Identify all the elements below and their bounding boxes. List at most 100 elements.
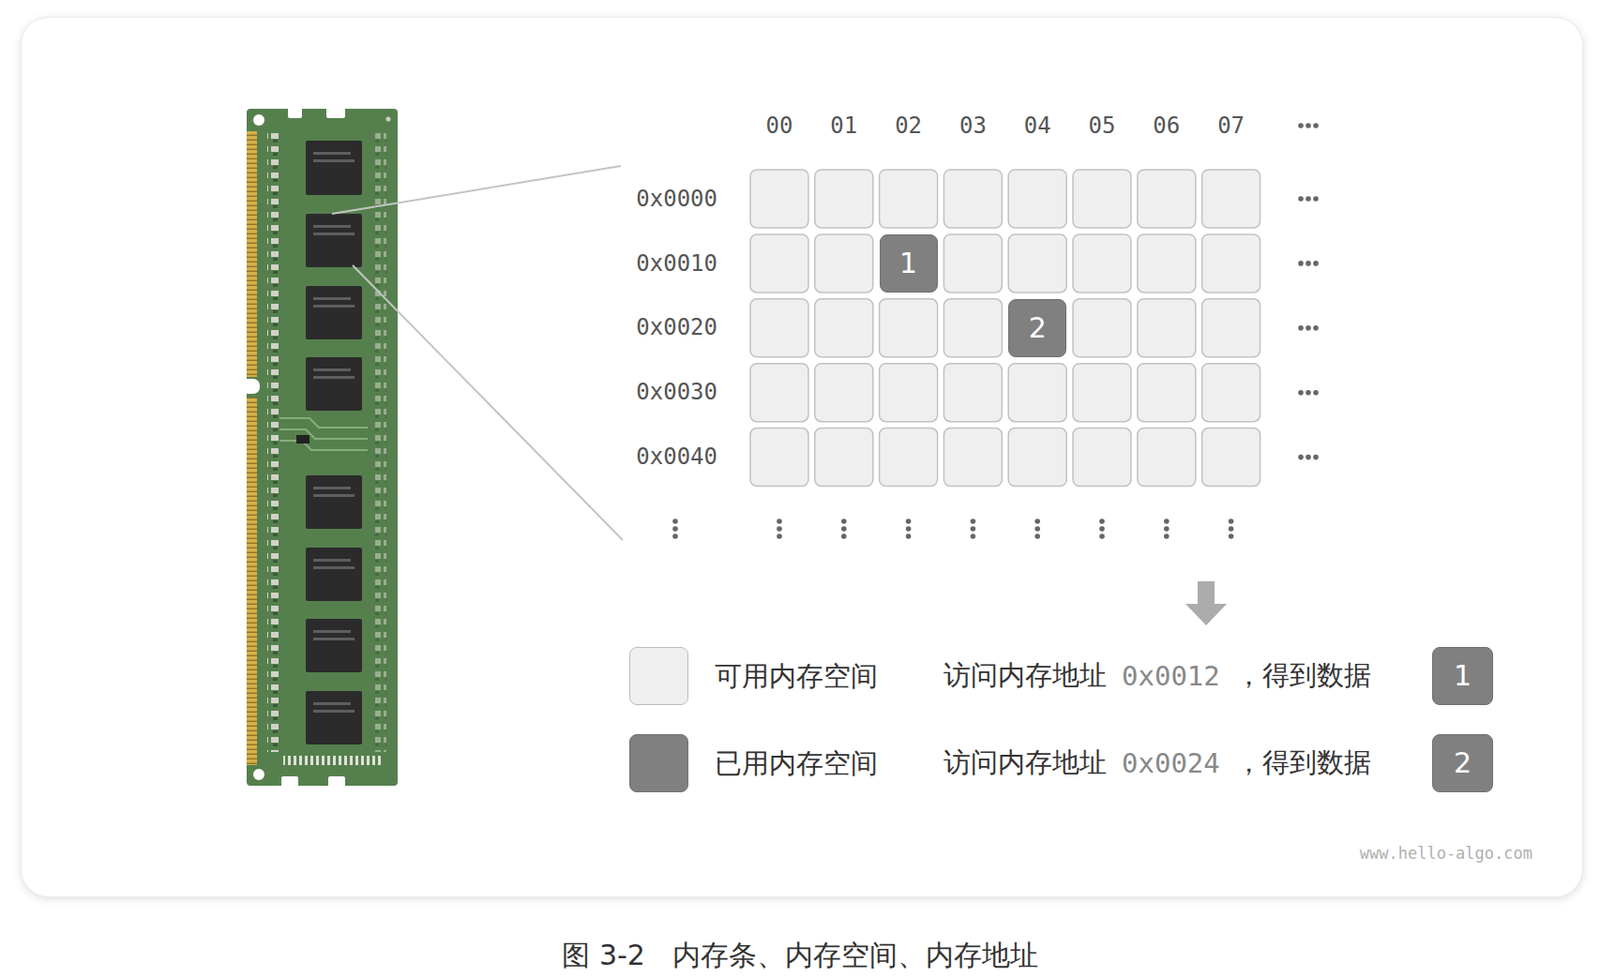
mount-hole <box>386 117 392 122</box>
column-offset: 04 <box>1024 112 1052 140</box>
column-offset: 01 <box>830 112 858 140</box>
memory-chip <box>305 213 363 268</box>
ellipsis-dot <box>1163 533 1170 540</box>
ellipsis-dot <box>1298 196 1304 202</box>
memory-cell <box>1202 169 1261 228</box>
memory-cell <box>1137 363 1196 423</box>
ellipsis-dot <box>672 518 679 525</box>
memory-cell <box>815 428 874 487</box>
column-offset: 00 <box>766 112 794 140</box>
memory-address: 0x0012 <box>1121 660 1221 693</box>
ellipsis-dot <box>1305 260 1312 267</box>
memory-chip <box>305 286 363 340</box>
access-sentence: 访问内存地址0x0024，得到数据 <box>943 744 1372 783</box>
chip-marking <box>313 225 351 228</box>
board-notch <box>241 378 260 394</box>
ellipsis-dot <box>905 526 912 532</box>
ellipsis-dot <box>1313 454 1319 461</box>
cell-value: 2 <box>1028 314 1047 343</box>
ellipsis-dot <box>672 533 679 540</box>
board-notch <box>328 776 346 790</box>
chip-marking <box>313 637 355 641</box>
memory-chip <box>305 357 363 411</box>
column-offset: 03 <box>959 112 987 140</box>
chip-marking <box>313 159 355 163</box>
ellipsis-dot <box>1313 390 1319 396</box>
ellipsis-dot <box>970 518 977 525</box>
column-offset: 02 <box>894 112 922 140</box>
ellipsis-dot <box>905 533 912 540</box>
ellipsis-dot <box>776 533 783 540</box>
access-sentence: 访问内存地址0x0012，得到数据 <box>943 657 1372 695</box>
chip-marking <box>313 630 351 634</box>
chip-marking <box>313 702 351 706</box>
chip-marking <box>313 494 355 498</box>
memory-cell <box>1137 169 1196 228</box>
data-value-box: 1 <box>1432 647 1494 706</box>
memory-cell <box>815 299 874 358</box>
memory-cell <box>750 234 809 293</box>
chip-marking <box>313 376 355 379</box>
memory-cell <box>1008 169 1067 228</box>
down-arrow-head <box>1185 603 1227 626</box>
memory-address: 0x0024 <box>1121 747 1221 780</box>
ellipsis-dot <box>1099 518 1105 525</box>
memory-chip <box>305 140 363 196</box>
ellipsis-dot <box>1228 533 1235 540</box>
row-address: 0x0020 <box>635 314 718 342</box>
memory-cell <box>879 169 938 228</box>
ellipsis-dot <box>1228 518 1235 525</box>
memory-cell <box>815 169 874 228</box>
column-offset: 05 <box>1088 112 1117 140</box>
ellipsis-dot <box>1163 526 1170 532</box>
mount-hole <box>253 114 265 126</box>
ellipsis-dot <box>970 526 977 532</box>
small-chip <box>296 435 310 444</box>
memory-cell <box>815 234 874 293</box>
ellipsis-dot <box>1305 454 1312 461</box>
memory-chip <box>305 547 363 602</box>
chip-marking <box>313 297 351 301</box>
memory-cell <box>943 234 1002 293</box>
ellipsis-dot <box>1034 526 1041 532</box>
memory-cell <box>879 363 938 423</box>
board-notch <box>287 105 302 119</box>
ellipsis-dot <box>1305 325 1312 332</box>
ellipsis-dot <box>1313 196 1319 202</box>
mount-hole <box>253 769 265 781</box>
memory-cell <box>750 169 809 228</box>
row-address: 0x0040 <box>635 443 718 471</box>
row-address: 0x0010 <box>635 250 718 278</box>
chip-marking <box>313 486 351 490</box>
memory-cell <box>943 363 1002 423</box>
ellipsis-dot <box>1298 122 1304 129</box>
ellipsis-dot <box>776 518 783 525</box>
ellipsis-dot <box>1313 325 1319 332</box>
ellipsis-dot <box>1099 533 1105 540</box>
gold-contacts <box>246 131 257 378</box>
ellipsis-dot <box>1228 526 1235 532</box>
board-notch <box>281 776 299 790</box>
memory-cell <box>1008 428 1067 487</box>
memory-cell <box>1072 169 1132 228</box>
pcb-traces <box>279 418 368 451</box>
ellipsis-dot <box>970 533 977 540</box>
memory-cell <box>1072 363 1132 423</box>
memory-cell <box>1072 428 1132 487</box>
pcb-board <box>246 108 398 786</box>
used-memory-cell: 1 <box>879 234 938 293</box>
ellipsis-dot <box>1034 518 1041 525</box>
legend-text: 可用内存空间 <box>714 660 878 694</box>
ellipsis-dot <box>1298 390 1304 396</box>
ellipsis-dot <box>1298 260 1304 267</box>
legend-swatch <box>629 647 689 706</box>
memory-cell <box>1137 234 1196 293</box>
down-arrow-shaft <box>1197 581 1215 604</box>
data-value-box: 2 <box>1432 734 1494 793</box>
ellipsis-dot <box>1298 325 1304 332</box>
memory-cell <box>943 169 1002 228</box>
chip-marking <box>313 558 351 562</box>
memory-cell <box>943 428 1002 487</box>
